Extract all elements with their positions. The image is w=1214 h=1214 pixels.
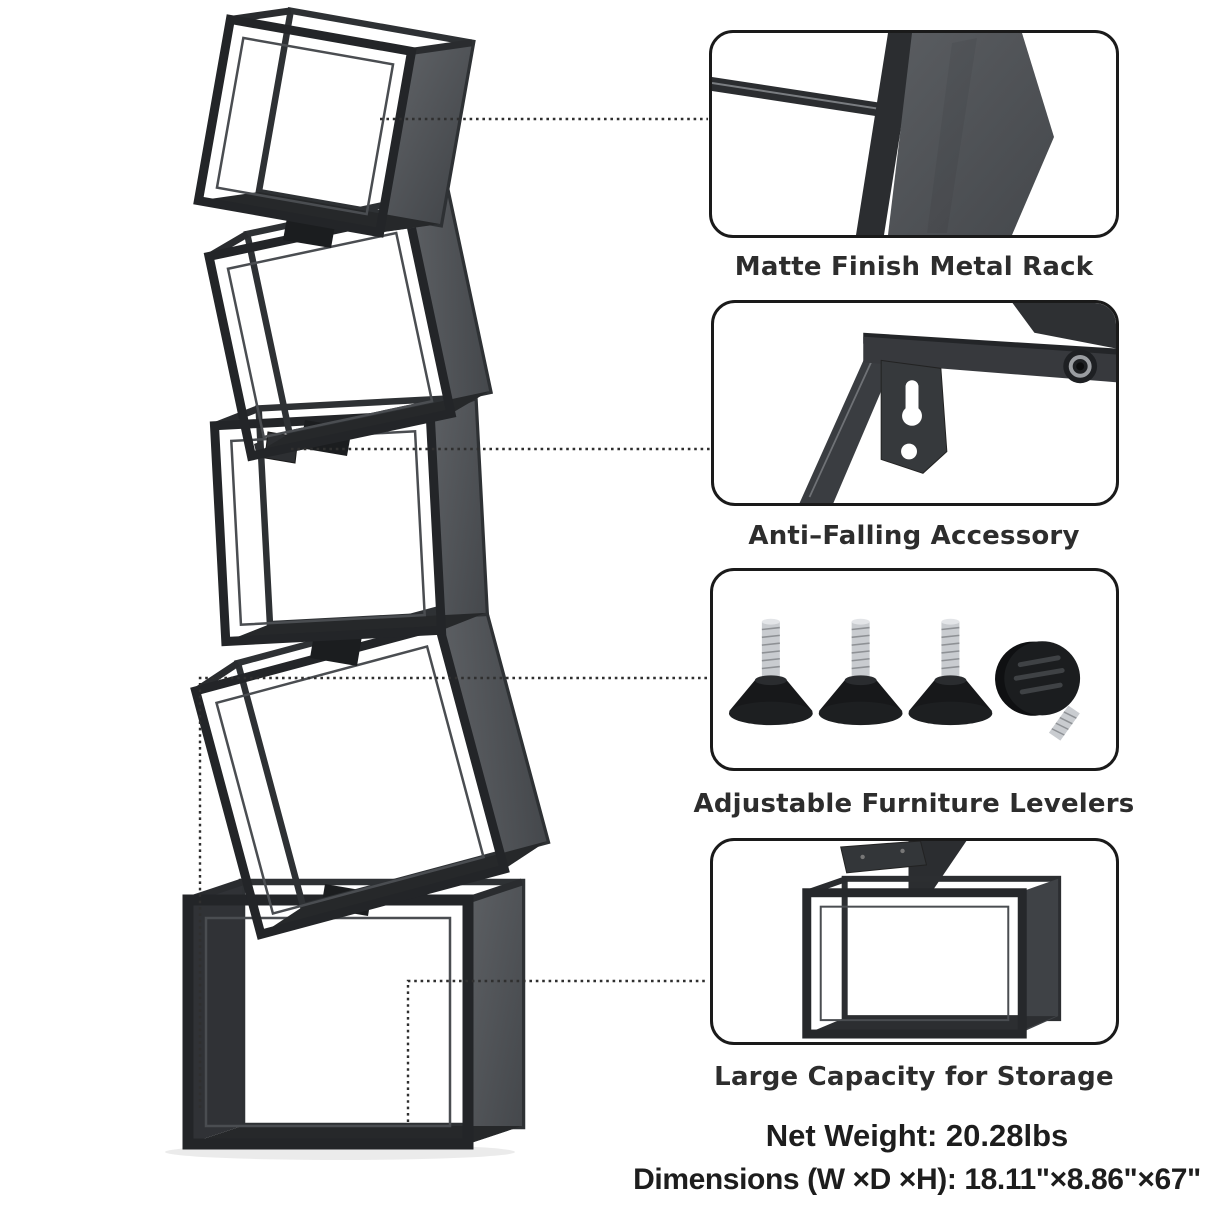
callout-card-matte-finish — [709, 30, 1119, 238]
cube-1-top — [193, 7, 476, 238]
storage-cube-photo — [802, 841, 1062, 1039]
cube-5-base — [182, 878, 526, 1150]
callout-label-matte-finish: Matte Finish Metal Rack — [734, 252, 1094, 282]
anti-falling-photo — [799, 303, 1116, 503]
net-weight-text: Net Weight: 20.28lbs — [765, 1118, 1069, 1153]
callout-card-levelers — [710, 568, 1119, 771]
cube-3 — [209, 393, 490, 647]
matte-panel — [888, 33, 1054, 235]
callout-label-levelers: Adjustable Furniture Levelers — [693, 789, 1135, 819]
matte-finish-photo — [712, 33, 1054, 235]
callout-label-anti-falling: Anti–Falling Accessory — [748, 521, 1080, 551]
leveler-knob-tilted — [995, 641, 1081, 741]
callout-label-storage: Large Capacity for Storage — [714, 1062, 1114, 1092]
leader-line-levelers — [198, 676, 708, 1108]
top-rail — [863, 336, 1116, 383]
leader-line-storage — [406, 979, 708, 1122]
leveler-foot — [728, 618, 813, 726]
cube-right-panel — [1018, 878, 1059, 1035]
callout-card-anti-falling — [711, 300, 1119, 506]
leveler-foot — [818, 618, 903, 726]
product-specs: Net Weight: 20.28lbs Dimensions (W ×D ×H… — [597, 1114, 1214, 1202]
leveler-foot — [908, 618, 993, 726]
keyhole-bracket — [880, 359, 948, 474]
dimensions-text: Dimensions (W ×D ×H): 18.11"×8.86"×67" — [633, 1163, 1201, 1196]
socket-fitting — [1063, 349, 1098, 384]
levelers-photo — [728, 618, 1081, 741]
frame-tube — [856, 33, 916, 235]
callout-card-storage — [710, 838, 1119, 1045]
screw-hole — [901, 443, 917, 460]
